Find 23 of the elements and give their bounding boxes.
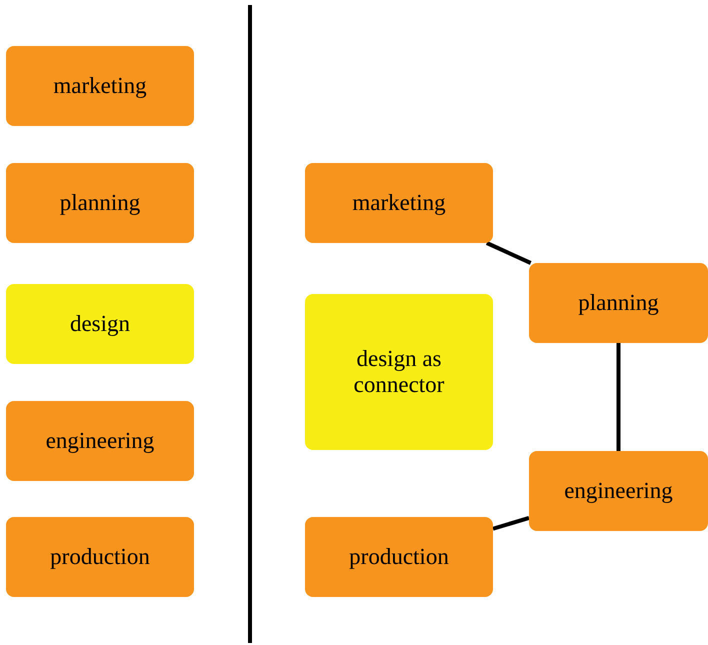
process-box xyxy=(6,517,194,597)
box-label: design as connector xyxy=(352,346,446,398)
process-box xyxy=(6,163,194,243)
process-box xyxy=(6,401,194,481)
box-label: production xyxy=(50,544,150,570)
connector-line xyxy=(486,241,532,265)
box-label: marketing xyxy=(53,73,147,99)
process-box xyxy=(529,263,708,343)
box-label: production xyxy=(349,544,449,570)
connector-line xyxy=(492,516,530,531)
box-label: engineering xyxy=(564,478,673,504)
box-label: planning xyxy=(60,190,140,216)
process-box xyxy=(305,294,493,450)
process-box xyxy=(6,46,194,126)
process-box xyxy=(529,451,708,531)
box-label: planning xyxy=(578,290,659,316)
box-label: marketing xyxy=(352,190,446,216)
connector-line xyxy=(616,343,620,451)
process-box xyxy=(305,517,493,597)
box-label: engineering xyxy=(46,428,154,454)
process-box xyxy=(305,163,493,243)
process-box xyxy=(6,284,194,364)
box-label: design xyxy=(70,311,130,337)
